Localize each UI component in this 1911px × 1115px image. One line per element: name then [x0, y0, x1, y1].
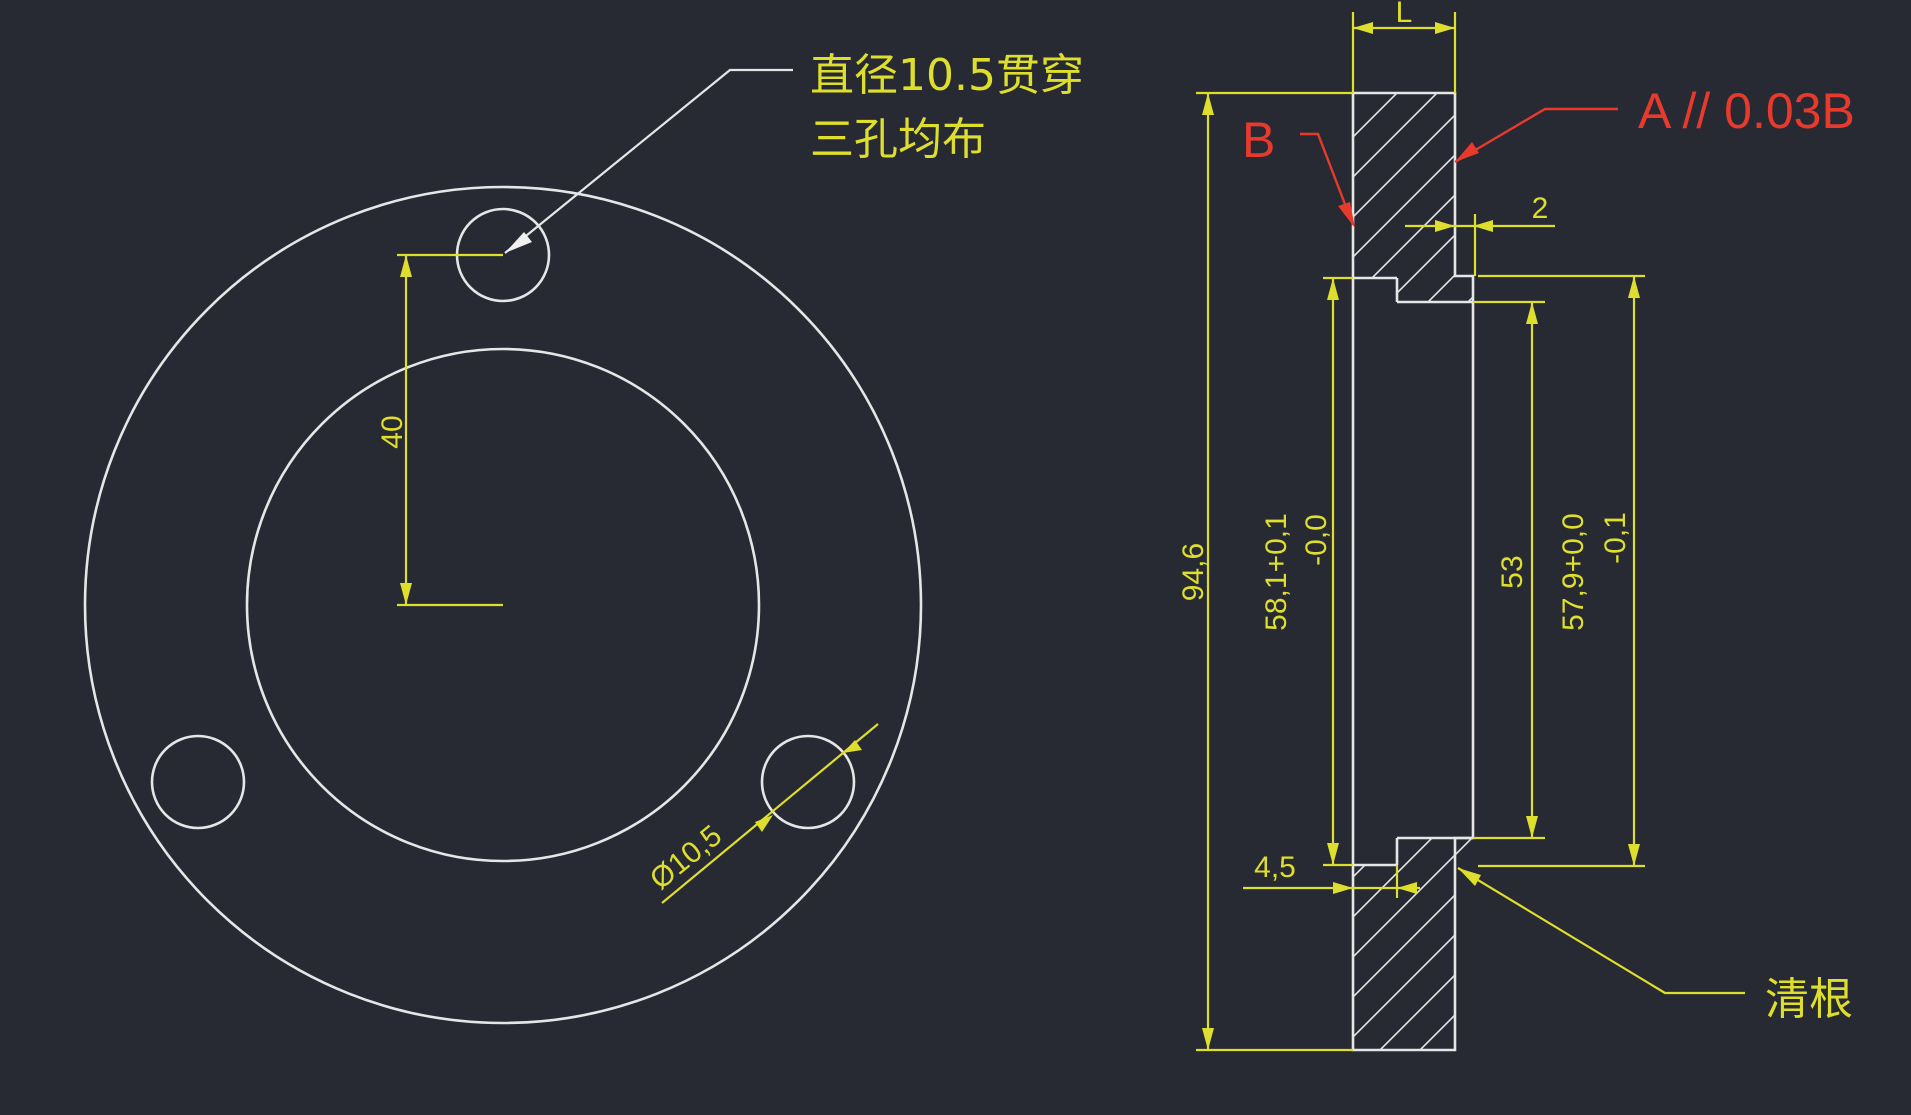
dim-spigot-lower: -0,1	[1599, 512, 1632, 564]
dim-bore-lower: -0,0	[1300, 514, 1333, 566]
dim-inner-text: 53	[1496, 555, 1529, 588]
bolt-hole-left	[150, 734, 246, 830]
outer-circle	[83, 185, 923, 1025]
front-view	[83, 185, 923, 1025]
hatch-lower	[1353, 838, 1473, 1050]
datum-b-callout: B	[1242, 112, 1355, 228]
parallelism-label: A // 0.03B	[1638, 83, 1855, 139]
hole-note-leader: 直径10.5贯穿 三孔均布	[504, 50, 1084, 254]
dimension-inner: 53	[1473, 300, 1545, 840]
hole-note-line2: 三孔均布	[810, 114, 986, 165]
parallelism-callout: A // 0.03B	[1454, 83, 1855, 164]
dim-spigot-upper: 57,9+0,0	[1557, 513, 1590, 631]
hole-note-line1: 直径10.5贯穿	[810, 50, 1084, 101]
hatch-upper	[1353, 93, 1473, 302]
bolt-hole-right	[760, 734, 856, 830]
dimension-spigot: 57,9+0,0 -0,1	[1478, 274, 1645, 868]
root-clean-callout: 清根	[1457, 867, 1853, 1025]
dimension-bore: 58,1+0,1 -0,0	[1260, 276, 1353, 867]
dim-recess-text: 4,5	[1254, 851, 1296, 884]
dimension-step: 2	[1405, 192, 1555, 276]
dimension-overall: 94,6	[1177, 91, 1353, 1052]
dim-step-text: 2	[1532, 192, 1549, 225]
inner-bore-circle	[245, 347, 761, 863]
datum-b-label: B	[1242, 112, 1275, 168]
dimension-thickness: L	[1351, 0, 1457, 93]
dim-thickness-text: L	[1396, 0, 1413, 29]
dim-overall-text: 94,6	[1177, 543, 1210, 601]
root-clean-label: 清根	[1765, 974, 1853, 1025]
dimension-bolt-radius: 40	[376, 253, 503, 607]
dim-bore-upper: 58,1+0,1	[1260, 513, 1293, 631]
dimension-recess: 4,5	[1243, 851, 1420, 898]
dim-bolt-radius-text: 40	[376, 415, 409, 448]
